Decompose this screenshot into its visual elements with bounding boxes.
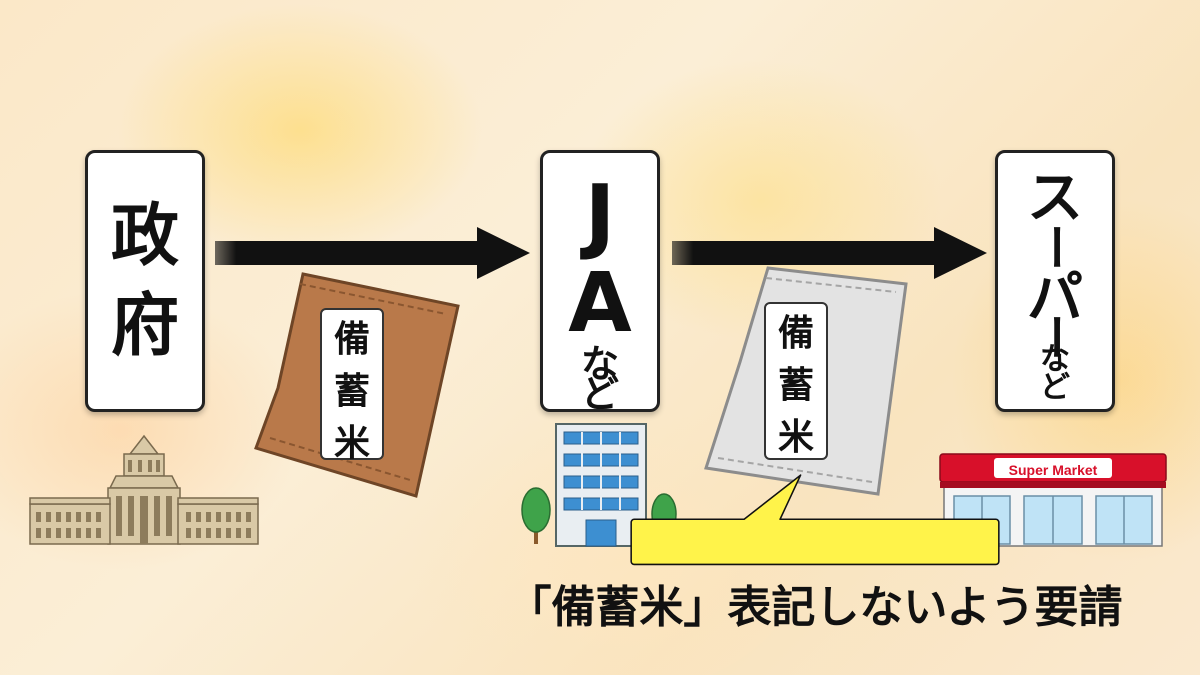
ja-letter-j: J <box>584 168 616 263</box>
diet-building-illustration <box>29 434 259 545</box>
store-sign: Super Market <box>1008 462 1098 478</box>
super-char-su: ス <box>1027 166 1083 231</box>
rice-label-brown-char-3: 米 <box>333 423 370 464</box>
rice-label-grey-char-1: 備 <box>777 313 814 354</box>
callout-text: 「備蓄米」表記しないよう要請 <box>507 582 1123 633</box>
government-char-2: 府 <box>110 287 179 366</box>
rice-label-brown-char-2: 蓄 <box>333 371 370 412</box>
government-box: 政 府 <box>85 150 205 412</box>
ja-nado-1: な <box>580 342 619 386</box>
rice-label-brown-char-1: 備 <box>333 319 370 360</box>
rice-label-brown: 備 蓄 米 <box>320 308 384 464</box>
arrow-ja-to-super <box>672 227 987 279</box>
arrow-gov-to-ja <box>215 227 530 279</box>
callout-bubble <box>630 474 1000 566</box>
ja-nado-2: ど <box>580 372 619 416</box>
rice-label-grey-char-2: 蓄 <box>777 365 814 406</box>
ja-box: J A な ど <box>540 150 660 416</box>
super-nado-1: な <box>1040 342 1070 377</box>
rice-label-grey: 備 蓄 米 <box>764 302 828 460</box>
rice-label-grey-char-3: 米 <box>777 417 814 458</box>
super-nado-2: ど <box>1040 370 1070 405</box>
ja-letter-a: A <box>568 256 632 351</box>
super-char-pa: パ <box>1027 266 1083 331</box>
government-char-1: 政 <box>110 197 179 276</box>
supermarket-box: ス ー パ ー な ど <box>995 150 1115 412</box>
